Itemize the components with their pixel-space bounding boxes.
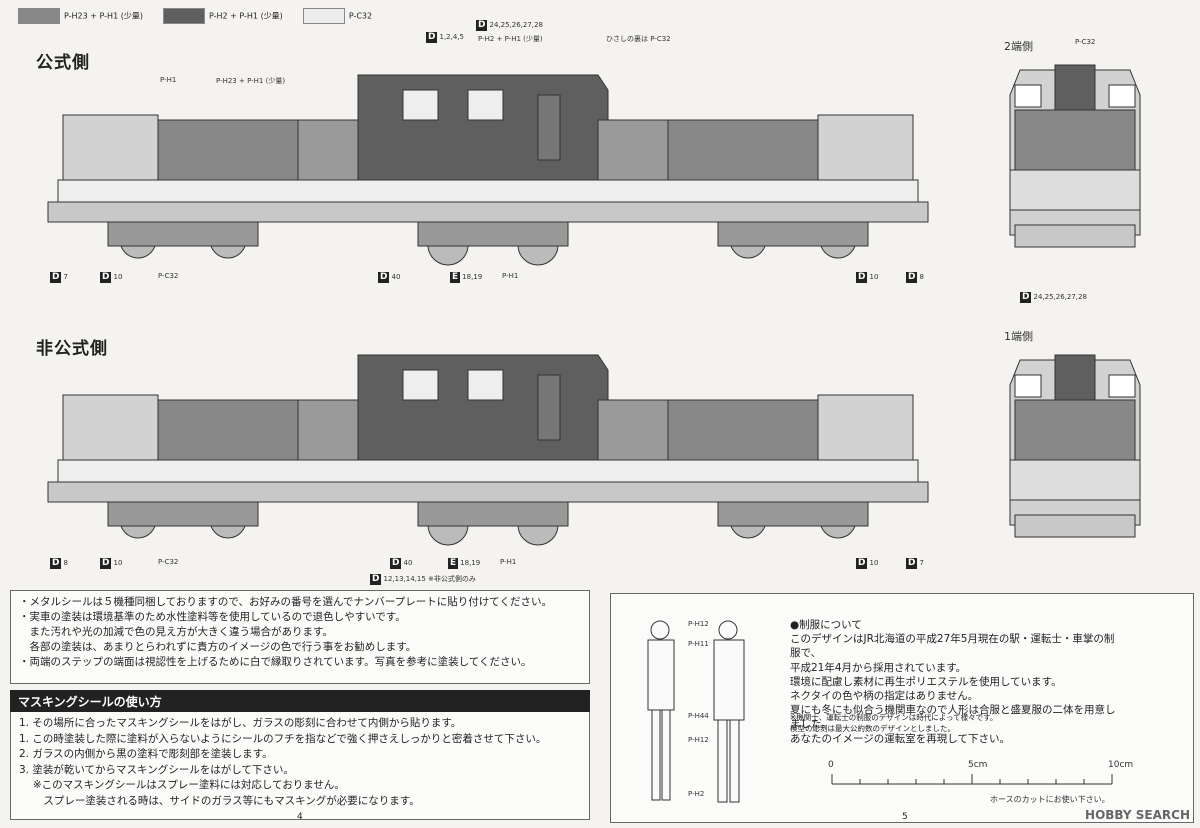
fig-label-2: P-H11	[688, 640, 709, 648]
page-number-left: 4	[297, 812, 303, 822]
callout-pc32-end2: P-C32	[1075, 38, 1096, 46]
watermark: HOBBY SEARCH	[1085, 808, 1190, 822]
uniform-note: ※機関士、運転士の制服のデザインは時代によって様々です。 模型の彫刻は最大公約数…	[790, 713, 998, 733]
callout-ph1-bottom: P-H1	[502, 272, 519, 280]
official-side-title: 公式側	[36, 53, 90, 73]
end-view-1	[1009, 354, 1141, 538]
legend-swatch	[18, 8, 60, 24]
fig-label-1: P-H12	[688, 620, 709, 628]
page-number-right: 5	[902, 812, 908, 822]
locomotive-side-view-official	[47, 74, 929, 266]
end2-title: 2端側	[1004, 40, 1033, 53]
locomotive-side-view-unofficial	[47, 354, 929, 546]
legend-swatch	[162, 8, 205, 24]
scale-0: 0	[828, 760, 834, 770]
uniform-box	[610, 593, 1194, 823]
callout-paint-dark: P-H2 + P-H1 (少量)	[478, 35, 543, 43]
callout-pc32-lower: P-C32	[158, 558, 179, 566]
callout-ph1: P-H1	[160, 76, 177, 84]
figure-illustration	[647, 620, 745, 803]
callout-ph23: P-H23 + P-H1 (少量)	[216, 77, 286, 85]
scale-ruler	[831, 774, 1113, 785]
masking-heading: マスキングシールの使い方	[10, 690, 590, 712]
unofficial-side-title: 非公式側	[36, 339, 108, 359]
callout-pc32: P-C32	[158, 272, 179, 280]
painting-notes: ・メタルシールは５機種同梱しておりますので、お好みの番号を選んでナンバープレート…	[10, 590, 590, 684]
end-view-2	[1009, 64, 1141, 248]
hose-note: ホースのカットにお使い下さい。	[990, 795, 1110, 804]
fig-label-4: P-H12	[688, 736, 709, 744]
end1-title: 1端側	[1004, 330, 1033, 343]
callout-hisashi: ひさしの裏は P-C32	[606, 35, 671, 43]
callout-ph1-lower: P-H1	[500, 558, 517, 566]
legend-swatch	[302, 8, 345, 24]
masking-instructions: 1. その場所に合ったマスキングシールをはがし、ガラスの彫刻に合わせて内側から貼…	[10, 712, 590, 820]
scale-5: 5cm	[968, 760, 988, 770]
legend-item-1: P-H23 + P-H1 (少量)	[18, 8, 143, 24]
fig-label-3: P-H44	[688, 712, 709, 720]
paint-legend: P-H23 + P-H1 (少量) P-H2 + P-H1 (少量) P-C32	[18, 8, 372, 24]
uniform-text: ●制服について このデザインはJR北海道の平成27年5月現在の駅・運転士・車掌の…	[790, 619, 1116, 745]
fig-label-5: P-H2	[688, 790, 705, 798]
legend-item-3: P-C32	[302, 8, 372, 24]
scale-10: 10cm	[1108, 760, 1134, 770]
legend-item-2: P-H2 + P-H1 (少量)	[162, 8, 283, 24]
